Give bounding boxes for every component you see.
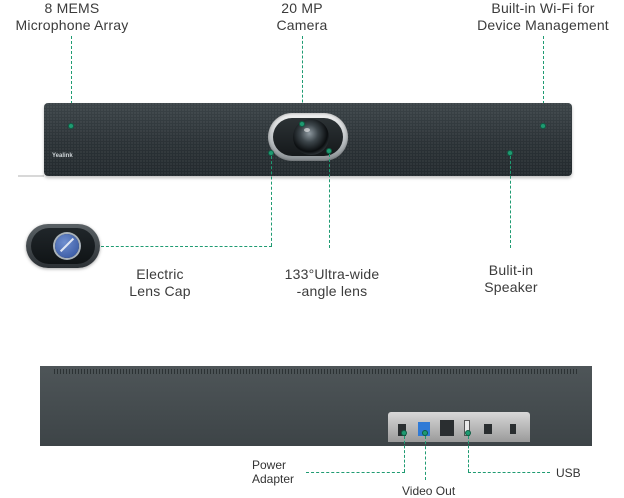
lens-cap-label-line2: Lens Cap	[129, 283, 191, 299]
lens-callout-line	[329, 154, 330, 248]
power-adapter-label: Power Adapter	[252, 458, 294, 486]
lens-cap-device	[26, 224, 100, 268]
reset-port-icon	[510, 424, 516, 434]
front-cable	[18, 175, 44, 177]
lens-cap-dot	[268, 150, 274, 156]
usb-label: USB	[556, 466, 581, 480]
ethernet-port-icon	[440, 420, 454, 436]
video-out-callout-line	[425, 436, 426, 480]
camera-label-line1: 20 MP	[281, 0, 323, 16]
video-out-dot	[422, 430, 428, 436]
usb-callout-vline	[468, 436, 469, 472]
lens-cap-label-line1: Electric	[136, 266, 184, 282]
speaker-label-line1: Bulit-in	[488, 262, 534, 278]
power-callout-vline	[404, 436, 405, 472]
camera-label-line2: Camera	[276, 17, 328, 33]
rear-device-bar	[40, 366, 592, 446]
front-device-bar: Yealink	[44, 103, 572, 176]
speaker-label: Bulit-in Speaker	[466, 262, 556, 296]
speaker-dot	[507, 150, 513, 156]
usb-dot	[465, 430, 471, 436]
speaker-label-line2: Speaker	[484, 279, 538, 295]
microphone-callout-line	[71, 36, 72, 124]
camera-housing	[268, 113, 348, 161]
camera-callout-line	[302, 36, 303, 122]
camera-dot	[299, 121, 305, 127]
wifi-label: Built-in Wi-Fi for Device Management	[462, 0, 624, 34]
wifi-callout-line	[543, 36, 544, 124]
lens-cap-callout-hline	[101, 246, 272, 247]
microphone-label: 8 MEMS Microphone Array	[2, 0, 142, 34]
power-label-line2: Adapter	[252, 472, 295, 486]
power-label-line1: Power	[252, 458, 287, 472]
audio-port-icon	[484, 424, 492, 434]
lens-cap-callout-vline	[271, 156, 272, 246]
video-out-label: Video Out	[402, 484, 456, 498]
port-panel	[388, 412, 530, 442]
wifi-label-line2: Device Management	[477, 17, 609, 33]
lens-label: 133°Ultra-wide -angle lens	[264, 266, 400, 300]
power-callout-hline	[306, 472, 405, 473]
wifi-dot	[540, 123, 546, 129]
lens-cap-inner	[31, 228, 95, 264]
lens-label-line1: 133°Ultra-wide	[284, 266, 380, 282]
speaker-callout-line	[510, 156, 511, 248]
camera-housing-inner	[273, 118, 343, 156]
microphone-label-line2: Microphone Array	[15, 17, 129, 33]
microphone-label-line1: 8 MEMS	[44, 0, 100, 16]
camera-label: 20 MP Camera	[252, 0, 352, 34]
power-dot	[401, 430, 407, 436]
usb-callout-hline	[468, 472, 550, 473]
lens-cap-disc-icon	[55, 234, 79, 258]
lens-dot	[326, 148, 332, 154]
rear-vent-grille	[54, 369, 578, 374]
brand-logo: Yealink	[52, 153, 73, 159]
wifi-label-line1: Built-in Wi-Fi for	[491, 0, 595, 16]
lens-label-line2: -angle lens	[296, 283, 368, 299]
lens-cap-label: Electric Lens Cap	[110, 266, 210, 300]
microphone-dot	[68, 123, 74, 129]
